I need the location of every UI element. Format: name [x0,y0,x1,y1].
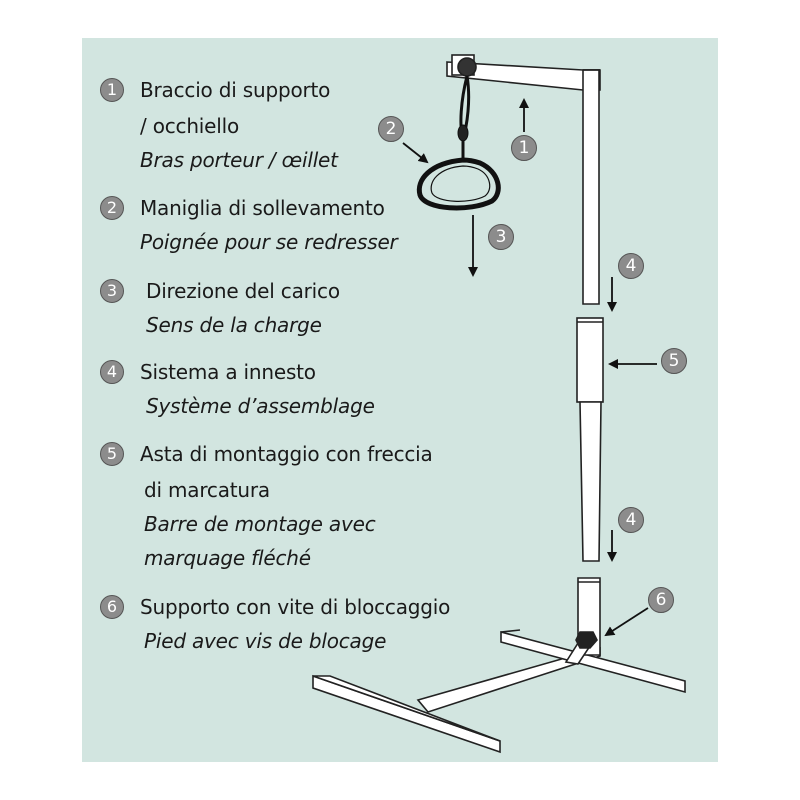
support-arm [446,54,601,91]
lifting-handle [416,75,501,211]
label-it: Sistema a innesto [140,360,316,384]
number-badge: 6 [100,595,124,619]
label-fr: Système d’assemblage [146,394,375,418]
callout-1-badge: 1 [511,135,537,161]
number-badge: 2 [100,196,124,220]
label-it: di marcatura [144,478,270,502]
callout-4-badge: 4 [618,253,644,279]
upper-pole [582,69,600,305]
base-with-locking-screw [312,577,686,754]
label-fr: marquage fléché [144,546,311,570]
label-it: Maniglia di sollevamento [140,196,385,220]
callout-5-badge: 5 [661,348,687,374]
mounting-pole [576,317,604,562]
callout-2-badge: 2 [378,116,404,142]
label-it: Direzione del carico [146,279,340,303]
callout-3-badge: 3 [488,224,514,250]
label-fr: Poignée pour se redresser [140,230,398,254]
callout-4-lower-badge: 4 [618,507,644,533]
arrows [402,98,657,637]
label-fr: Sens de la charge [146,313,322,337]
callout-6-badge: 6 [648,587,674,613]
number-badge: 5 [100,442,124,466]
label-it: Asta di montaggio con freccia [140,442,433,466]
label-fr: Pied avec vis de blocage [144,629,387,653]
label-fr: Barre de montage avec [144,512,376,536]
label-it: Braccio di supporto [140,78,331,102]
number-badge: 3 [100,279,124,303]
number-badge: 4 [100,360,124,384]
label-it: / occhiello [140,114,240,138]
label-it: Supporto con vite di bloccaggio [140,595,451,619]
label-fr: Bras porteur / œillet [140,148,338,172]
number-badge: 1 [100,78,124,102]
diagram-panel [82,38,718,762]
